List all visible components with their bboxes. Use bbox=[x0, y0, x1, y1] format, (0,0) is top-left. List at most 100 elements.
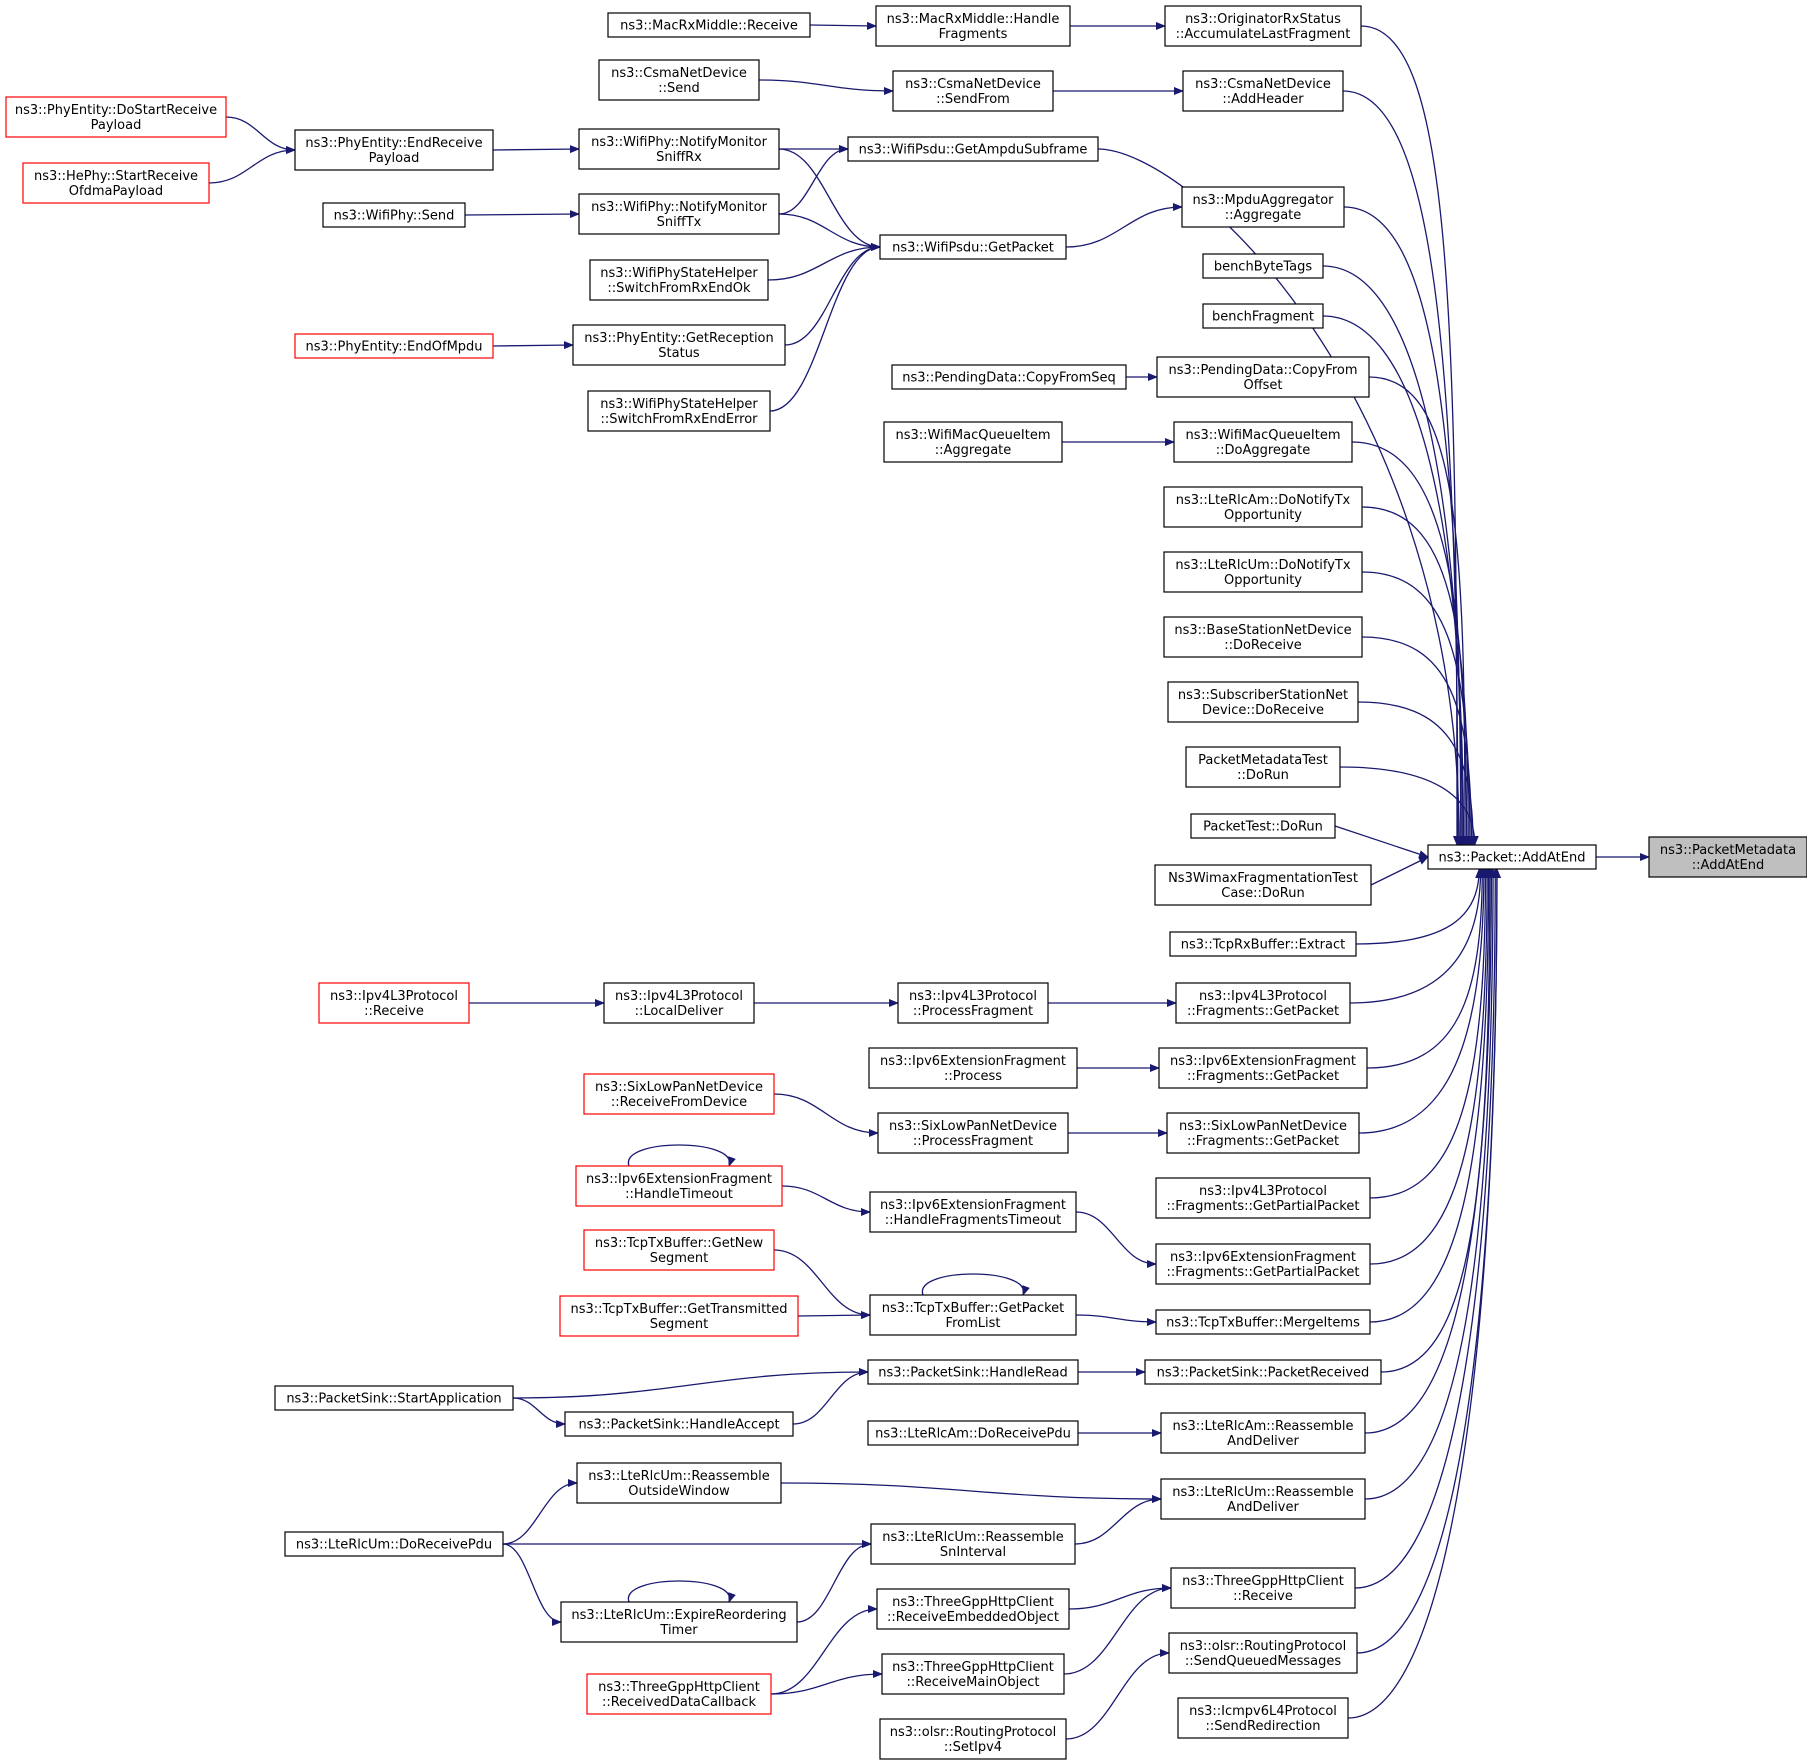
edge-tcptx-merge-to-packet-addatend bbox=[1369, 868, 1493, 1323]
node-tcptx-merge[interactable]: ns3::TcpTxBuffer::MergeItems bbox=[1155, 1309, 1371, 1335]
node-box bbox=[284, 1531, 504, 1557]
node-tcprx-extract[interactable]: ns3::TcpRxBuffer::Extract bbox=[1169, 931, 1357, 957]
node-state-rxok[interactable]: ns3::WifiPhyStateHelper::SwitchFromRxEnd… bbox=[589, 259, 769, 301]
node-phy-send[interactable]: ns3::WifiPhy::Send bbox=[322, 202, 466, 228]
node-box bbox=[1177, 1697, 1349, 1739]
node-sixlow-procfrag[interactable]: ns3::SixLowPanNetDevice::ProcessFragment bbox=[877, 1112, 1069, 1154]
node-sink-received[interactable]: ns3::PacketSink::PacketReceived bbox=[1144, 1359, 1382, 1385]
node-ipv4-localdeliver[interactable]: ns3::Ipv4L3Protocol::LocalDeliver bbox=[603, 982, 755, 1024]
node-sixlow-recvdev[interactable]: ns3::SixLowPanNetDevice::ReceiveFromDevi… bbox=[583, 1073, 775, 1115]
node-box bbox=[867, 1359, 1079, 1385]
node-label: ns3::MacRxMiddle::Handle bbox=[887, 12, 1060, 27]
edge-tcptx-getfromlist-to-tcptx-getfromlist bbox=[922, 1273, 1030, 1296]
node-box bbox=[1163, 486, 1363, 528]
node-macq-doagg[interactable]: ns3::WifiMacQueueItem::DoAggregate bbox=[1173, 421, 1353, 463]
node-pmtest-dorun[interactable]: PacketMetadataTest::DoRun bbox=[1185, 746, 1341, 788]
node-label: Timer bbox=[659, 1623, 698, 1638]
node-box bbox=[892, 70, 1054, 112]
node-http-receive[interactable]: ns3::ThreeGppHttpClient::Receive bbox=[1170, 1567, 1356, 1609]
node-ipv4-frag-getpacket[interactable]: ns3::Ipv4L3Protocol::Fragments::GetPacke… bbox=[1175, 982, 1351, 1024]
node-ipv4-procfrag[interactable]: ns3::Ipv4L3Protocol::ProcessFragment bbox=[897, 982, 1049, 1024]
node-csma-sendfrom[interactable]: ns3::CsmaNetDevice::SendFrom bbox=[892, 70, 1054, 112]
node-orig-accum[interactable]: ns3::OriginatorRxStatus::AccumulateLastF… bbox=[1164, 5, 1362, 47]
node-ipv4-getpartial[interactable]: ns3::Ipv4L3Protocol::Fragments::GetParti… bbox=[1155, 1177, 1371, 1219]
edge-ipv6ext-hft-to-ipv6ext-getpartial bbox=[1075, 1211, 1157, 1268]
edge-ipv6ext-frag-getpacket-to-packet-addatend bbox=[1366, 868, 1487, 1069]
node-ipv6ext-ht[interactable]: ns3::Ipv6ExtensionFragment::HandleTimeou… bbox=[575, 1165, 783, 1207]
node-sink-start[interactable]: ns3::PacketSink::StartApplication bbox=[274, 1385, 514, 1411]
edge-phy-send-to-phy-sniff-tx bbox=[464, 210, 580, 219]
node-label: ::HandleTimeout bbox=[625, 1187, 733, 1202]
node-label: AndDeliver bbox=[1227, 1500, 1299, 1515]
node-ipv6ext-getpartial[interactable]: ns3::Ipv6ExtensionFragment::Fragments::G… bbox=[1155, 1243, 1371, 1285]
node-label: ::HandleFragmentsTimeout bbox=[885, 1213, 1062, 1228]
node-bench-bytetags[interactable]: benchByteTags bbox=[1202, 253, 1324, 279]
node-macrx-receive[interactable]: ns3::MacRxMiddle::Receive bbox=[607, 12, 811, 38]
node-pending-copyseq[interactable]: ns3::PendingData::CopyFromSeq bbox=[891, 364, 1127, 390]
node-state-rxerr[interactable]: ns3::WifiPhyStateHelper::SwitchFromRxEnd… bbox=[587, 390, 771, 432]
node-mpdu-aggregate[interactable]: ns3::MpduAggregator::Aggregate bbox=[1181, 186, 1345, 228]
edge-layer bbox=[208, 21, 1650, 1740]
node-label: ns3::WifiPsdu::GetAmpduSubframe bbox=[859, 143, 1088, 158]
node-ipv6ext-hft[interactable]: ns3::Ipv6ExtensionFragment::HandleFragme… bbox=[869, 1191, 1077, 1233]
node-http-recvembedded[interactable]: ns3::ThreeGppHttpClient::ReceiveEmbedded… bbox=[876, 1588, 1070, 1630]
node-sixlow-frag-getpacket[interactable]: ns3::SixLowPanNetDevice::Fragments::GetP… bbox=[1166, 1112, 1360, 1154]
node-phyent-endofmpdu[interactable]: ns3::PhyEntity::EndOfMpdu bbox=[294, 333, 494, 359]
node-label: Device::DoReceive bbox=[1202, 703, 1324, 718]
node-http-recvmain[interactable]: ns3::ThreeGppHttpClient::ReceiveMainObje… bbox=[881, 1653, 1065, 1695]
node-psdu-getpacket[interactable]: ns3::WifiPsdu::GetPacket bbox=[879, 234, 1067, 260]
node-csma-send[interactable]: ns3::CsmaNetDevice::Send bbox=[598, 59, 760, 101]
node-csma-addheader[interactable]: ns3::CsmaNetDevice::AddHeader bbox=[1182, 70, 1344, 112]
node-ptest-dorun[interactable]: PacketTest::DoRun bbox=[1190, 813, 1336, 839]
node-box bbox=[576, 1462, 782, 1504]
node-um-dorecv[interactable]: ns3::LteRlcUm::DoReceivePdu bbox=[284, 1531, 504, 1557]
node-label: ns3::WifiPhyStateHelper bbox=[600, 397, 758, 412]
node-olsr-sendqueued[interactable]: ns3::olsr::RoutingProtocol::SendQueuedMe… bbox=[1168, 1632, 1358, 1674]
edge-um-outside-to-um-reassemble bbox=[780, 1482, 1162, 1503]
node-bsnd-doreceive[interactable]: ns3::BaseStationNetDevice::DoReceive bbox=[1163, 616, 1363, 658]
node-sink-accept[interactable]: ns3::PacketSink::HandleAccept bbox=[564, 1411, 794, 1437]
node-am-dorecv[interactable]: ns3::LteRlcAm::DoReceivePdu bbox=[867, 1420, 1079, 1446]
node-label: ns3::TcpTxBuffer::MergeItems bbox=[1166, 1316, 1360, 1331]
node-macrx-handle[interactable]: ns3::MacRxMiddle::HandleFragments bbox=[875, 5, 1071, 47]
node-macq-agg[interactable]: ns3::WifiMacQueueItem::Aggregate bbox=[883, 421, 1063, 463]
node-http-datacb[interactable]: ns3::ThreeGppHttpClient::ReceivedDataCal… bbox=[586, 1673, 772, 1715]
node-label: ::SetIpv4 bbox=[944, 1740, 1002, 1755]
node-bench-fragment[interactable]: benchFragment bbox=[1202, 303, 1324, 329]
edge-ssnd-doreceive-to-packet-addatend bbox=[1357, 701, 1478, 846]
node-ipv6ext-process[interactable]: ns3::Ipv6ExtensionFragment::Process bbox=[868, 1047, 1078, 1089]
node-icmp-sendredirect[interactable]: ns3::Icmpv6L4Protocol::SendRedirection bbox=[1177, 1697, 1349, 1739]
node-box bbox=[586, 1673, 772, 1715]
edge-um-expire-to-um-sninterval bbox=[796, 1540, 872, 1623]
node-ipv6ext-frag-getpacket[interactable]: ns3::Ipv6ExtensionFragment::Fragments::G… bbox=[1158, 1047, 1368, 1089]
node-box bbox=[1167, 681, 1359, 723]
node-psdu-ampdu[interactable]: ns3::WifiPsdu::GetAmpduSubframe bbox=[847, 136, 1099, 162]
node-pm-addatend[interactable]: ns3::PacketMetadata::AddAtEnd bbox=[1648, 836, 1807, 878]
node-packet-addatend[interactable]: ns3::Packet::AddAtEnd bbox=[1427, 844, 1597, 870]
edge-um-expire-to-um-expire bbox=[628, 1580, 736, 1603]
node-sink-handleread[interactable]: ns3::PacketSink::HandleRead bbox=[867, 1359, 1079, 1385]
node-label: ns3::SubscriberStationNet bbox=[1178, 688, 1348, 703]
node-ssnd-doreceive[interactable]: ns3::SubscriberStationNetDevice::DoRecei… bbox=[1167, 681, 1359, 723]
node-ipv4-receive[interactable]: ns3::Ipv4L3Protocol::Receive bbox=[318, 982, 470, 1024]
node-olsr-setipv4[interactable]: ns3::olsr::RoutingProtocol::SetIpv4 bbox=[879, 1718, 1067, 1760]
